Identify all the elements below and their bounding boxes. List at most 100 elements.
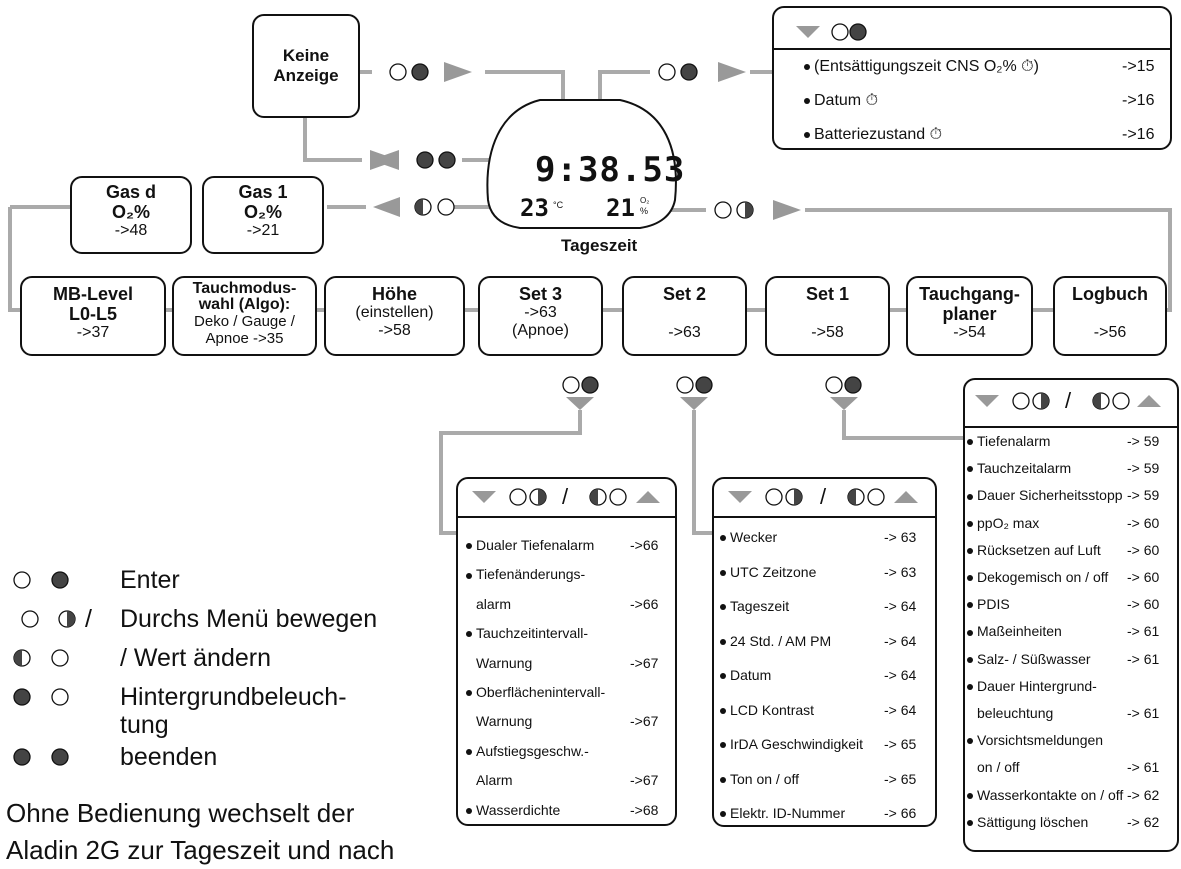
set3-menu-item[interactable]: Aufstiegsgeschw.- bbox=[466, 743, 589, 759]
set2-menu-item[interactable]: Elektr. ID-Nummer bbox=[720, 805, 845, 821]
set2-menu-header-glyphs bbox=[728, 488, 918, 506]
set3-menu-item-label: Wasserdichte bbox=[476, 801, 561, 818]
nav-planer-ref: ->54 bbox=[953, 324, 986, 341]
set1-menu-item[interactable]: Rücksetzen auf Luft bbox=[967, 542, 1101, 558]
set1-menu-item-ref: -> 62 bbox=[1127, 786, 1160, 803]
set3-menu-item[interactable]: Tauchzeitintervall- bbox=[466, 625, 588, 641]
set1-menu-item[interactable]: Vorsichtsmeldungen bbox=[967, 732, 1103, 748]
bullet-icon bbox=[466, 631, 472, 638]
set2-menu-item[interactable]: 24 Std. / AM PM bbox=[720, 633, 831, 649]
set1-menu-item[interactable]: Salz- / Süßwasser bbox=[967, 651, 1091, 667]
set2-menu-item[interactable]: Tageszeit bbox=[720, 598, 789, 614]
legend-move2: / Wert ändern bbox=[120, 644, 272, 672]
bullet-icon bbox=[967, 820, 973, 827]
nav-mb-level[interactable]: MB-Level L0-L5 ->37 bbox=[20, 276, 166, 356]
set1-menu-item[interactable]: ppO₂ max bbox=[967, 515, 1039, 531]
set1-menu-header-glyphs bbox=[975, 392, 1161, 410]
set3-menu-item-ref: ->67 bbox=[630, 772, 659, 789]
set1-menu-item-ref: -> 61 bbox=[1127, 705, 1160, 721]
nav-set2[interactable]: Set 2 ->63 bbox=[622, 276, 747, 356]
set2-menu-item[interactable]: Datum bbox=[720, 667, 771, 683]
gas-1-box[interactable]: Gas 1 O₂% ->21 bbox=[202, 176, 324, 254]
set3-menu-item-label: Warnung bbox=[476, 713, 533, 730]
set2-menu-item-label: UTC Zeitzone bbox=[730, 563, 817, 580]
set3-menu-item[interactable]: alarm bbox=[466, 596, 511, 612]
bullet-icon bbox=[804, 63, 810, 70]
legend-light1: Hintergrundbeleuch- bbox=[120, 683, 347, 711]
set1-menu-item-label: Vorsichtsmeldungen bbox=[977, 732, 1104, 749]
set1-menu-item[interactable]: Tauchzeitalarm bbox=[967, 460, 1071, 476]
watch-time: 9:38.53 bbox=[535, 150, 686, 190]
set3-menu-item[interactable]: Dualer Tiefenalarm bbox=[466, 537, 594, 553]
set1-menu-item[interactable]: beleuchtung bbox=[967, 705, 1053, 721]
set1-menu-item-ref: -> 59 bbox=[1127, 460, 1160, 477]
set3-enter-arrow bbox=[562, 376, 599, 410]
set1-menu-item-label: Dauer Sicherheitsstopp bbox=[977, 487, 1123, 504]
set2-menu-item-label: IrDA Geschwindigkeit bbox=[730, 736, 864, 752]
set2-menu-item-ref: -> 64 bbox=[884, 632, 917, 649]
set1-menu-item[interactable]: Dauer Sicherheitsstopp bbox=[967, 487, 1123, 503]
set1-menu-item-label: Sättigung löschen bbox=[977, 813, 1089, 830]
bullet-icon bbox=[967, 684, 973, 691]
bullet-icon bbox=[720, 776, 726, 783]
bullet-icon bbox=[967, 466, 973, 473]
set2-menu-item-label: LCD Kontrast bbox=[730, 701, 815, 718]
set1-menu-item[interactable]: Dauer Hintergrund- bbox=[967, 678, 1097, 694]
set1-menu-item-label: ppO₂ max bbox=[977, 514, 1040, 531]
nav-set3-ref: ->63 bbox=[524, 304, 557, 321]
top-info-item-ref: ->16 bbox=[1122, 92, 1155, 109]
set2-menu-item-label: Tageszeit bbox=[730, 598, 790, 614]
set3-menu-item[interactable]: Warnung bbox=[466, 655, 532, 671]
set3-menu-item[interactable]: Warnung bbox=[466, 713, 532, 729]
legend-move1: Durchs Menü bewegen bbox=[120, 605, 378, 633]
set1-menu-item[interactable]: Sättigung löschen bbox=[967, 814, 1088, 830]
nav-logbuch[interactable]: Logbuch ->56 bbox=[1053, 276, 1167, 356]
nav-tauchgangplaner[interactable]: Tauchgang- planer ->54 bbox=[906, 276, 1033, 356]
set3-menu-item-label: Tiefenänderungs- bbox=[476, 566, 586, 583]
set1-menu-item[interactable]: Maßeinheiten bbox=[967, 623, 1062, 639]
set3-menu-slash: / bbox=[562, 484, 569, 509]
set2-menu-item-label: Wecker bbox=[730, 529, 778, 545]
top-info-item: Datum ⏱ bbox=[804, 92, 878, 110]
nav-hoehe-sub: (einstellen) bbox=[355, 304, 434, 321]
set1-menu-item-ref: -> 61 bbox=[1127, 759, 1160, 776]
set1-menu-item[interactable]: Dekogemisch on / off bbox=[967, 569, 1108, 585]
set3-menu-item[interactable]: Oberflächenintervall- bbox=[466, 684, 605, 700]
set3-menu-item[interactable]: Alarm bbox=[466, 772, 513, 788]
set2-menu-slash: / bbox=[820, 484, 827, 509]
bullet-icon bbox=[967, 602, 973, 609]
set2-menu-item[interactable]: UTC Zeitzone bbox=[720, 564, 816, 580]
bullet-icon bbox=[804, 97, 810, 104]
gas-1-ref: ->21 bbox=[246, 222, 280, 239]
set2-menu-item[interactable]: Wecker bbox=[720, 529, 777, 545]
set1-menu-divider bbox=[965, 426, 1177, 428]
set1-menu-item[interactable]: Wasserkontakte on / off bbox=[967, 787, 1123, 803]
nav-tauchmodus[interactable]: Tauchmodus- wahl (Algo): Deko / Gauge / … bbox=[172, 276, 317, 356]
set2-menu-item[interactable]: Ton on / off bbox=[720, 771, 799, 787]
top-info-item-label: Datum ⏱ bbox=[814, 92, 879, 109]
set1-menu-item-ref: -> 61 bbox=[1127, 650, 1160, 667]
nav-planer-title: Tauchgang- bbox=[919, 284, 1020, 304]
gas-d-box[interactable]: Gas d O₂% ->48 bbox=[70, 176, 192, 254]
top-info-item-ref: ->15 bbox=[1122, 58, 1155, 75]
nav-mb-level-ref: ->37 bbox=[76, 324, 110, 341]
set2-menu-item-ref: -> 64 bbox=[884, 598, 917, 614]
set2-menu-item-ref: -> 63 bbox=[884, 529, 917, 545]
nav-set3[interactable]: Set 3 ->63 (Apnoe) bbox=[478, 276, 603, 356]
set2-menu-item-label: Datum bbox=[730, 667, 772, 683]
set2-menu-item-ref: -> 65 bbox=[884, 770, 917, 787]
set3-menu-item[interactable]: Wasserdichte bbox=[466, 802, 560, 818]
nav-set1[interactable]: Set 1 ->58 bbox=[765, 276, 890, 356]
set3-menu-item-label: Dualer Tiefenalarm bbox=[476, 537, 595, 553]
set1-menu-item[interactable]: Tiefenalarm bbox=[967, 433, 1050, 449]
set1-menu-item[interactable]: on / off bbox=[967, 759, 1020, 775]
top-info-item: Batteriezustand ⏱ bbox=[804, 126, 942, 144]
nav-hoehe[interactable]: Höhe (einstellen) ->58 bbox=[324, 276, 465, 356]
set1-menu-item[interactable]: PDIS bbox=[967, 596, 1010, 612]
set2-menu-item[interactable]: IrDA Geschwindigkeit bbox=[720, 736, 863, 752]
top-info-item-ref: ->16 bbox=[1122, 126, 1155, 143]
set2-menu-item[interactable]: LCD Kontrast bbox=[720, 702, 814, 718]
keine-anzeige-box[interactable]: Keine Anzeige bbox=[252, 14, 360, 118]
set3-menu-item[interactable]: Tiefenänderungs- bbox=[466, 566, 585, 582]
